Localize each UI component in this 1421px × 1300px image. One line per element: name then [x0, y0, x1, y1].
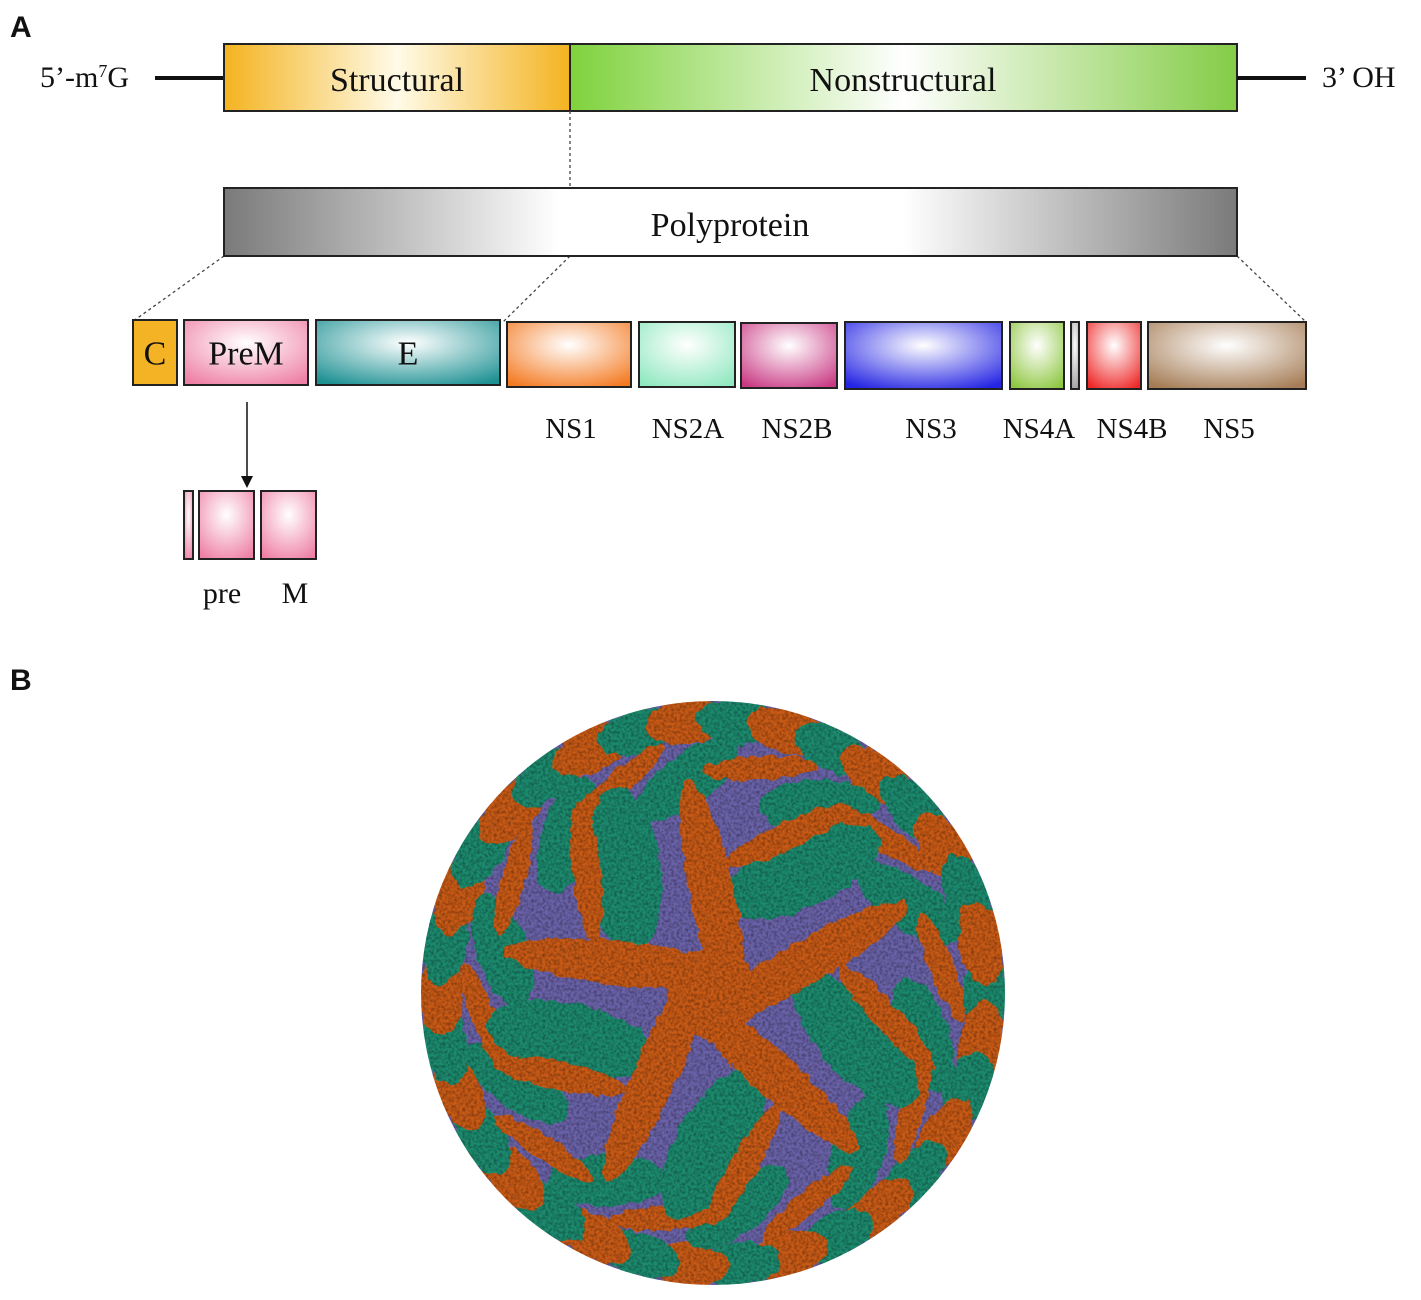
- cleavage-arrow-head: [241, 476, 253, 488]
- nonstructural-region: [569, 43, 1238, 112]
- prem-cleavage: pre M: [183, 402, 317, 610]
- three-prime-label: 3’ OH: [1322, 61, 1396, 94]
- m-box: [260, 490, 317, 560]
- protein-box-ns4b: [1086, 321, 1142, 390]
- panel-a-letter: A: [10, 11, 32, 44]
- cleavage-products: [183, 490, 317, 560]
- polyprotein-left-line: [131, 255, 225, 323]
- protein-label-ns3: NS3: [905, 413, 957, 445]
- protein-label-e: E: [398, 336, 419, 373]
- protein-box-ns1: [506, 321, 632, 388]
- polyprotein-right-line: [1236, 255, 1307, 323]
- protein-label-prem: PreM: [208, 336, 284, 373]
- protein-label-ns5: NS5: [1203, 413, 1255, 445]
- protein-label-ns4b: NS4B: [1097, 413, 1168, 445]
- virion-texture: [421, 701, 1005, 1285]
- protein-box-2k: [1070, 321, 1080, 390]
- protein-label-c: C: [144, 336, 167, 373]
- pre-box: [198, 490, 255, 560]
- pre-label: pre: [203, 577, 241, 610]
- protein-box-ns2b: [740, 322, 838, 389]
- polyprotein-bar: [223, 187, 1238, 257]
- protein-box-prem: [183, 319, 309, 386]
- structural-label: Structural: [330, 62, 464, 99]
- nonstructural-label: Nonstructural: [810, 62, 997, 99]
- protein-box-e: [315, 319, 501, 386]
- protein-label-ns2a: NS2A: [652, 413, 725, 445]
- protein-box-ns5: [1147, 321, 1307, 390]
- protein-label-ns2b: NS2B: [762, 413, 833, 445]
- protein-box-ns4a: [1009, 321, 1065, 390]
- virion-structure: [421, 701, 1005, 1285]
- protein-label-ns1: NS1: [545, 413, 597, 445]
- signal-peptide-box: [183, 490, 194, 560]
- protein-box-c: [132, 319, 178, 386]
- polyprotein-split-line: [502, 255, 571, 323]
- protein-box-ns2a: [638, 321, 736, 388]
- panel-b-letter: B: [10, 664, 32, 697]
- five-prime-cap-label: 5’-m7G: [40, 61, 129, 94]
- polyprotein-label: Polyprotein: [651, 207, 810, 244]
- protein-row: C PreM E NS1 NS2A NS2B NS3 NS4A NS4B NS5: [132, 319, 1307, 445]
- connector-lines: [131, 111, 1307, 323]
- protein-label-ns4a: NS4A: [1003, 413, 1076, 445]
- genome-map: 5’-m7G Structural Nonstructural 3’ OH: [40, 43, 1396, 112]
- protein-box-ns3: [844, 321, 1003, 390]
- m-label: M: [282, 577, 309, 610]
